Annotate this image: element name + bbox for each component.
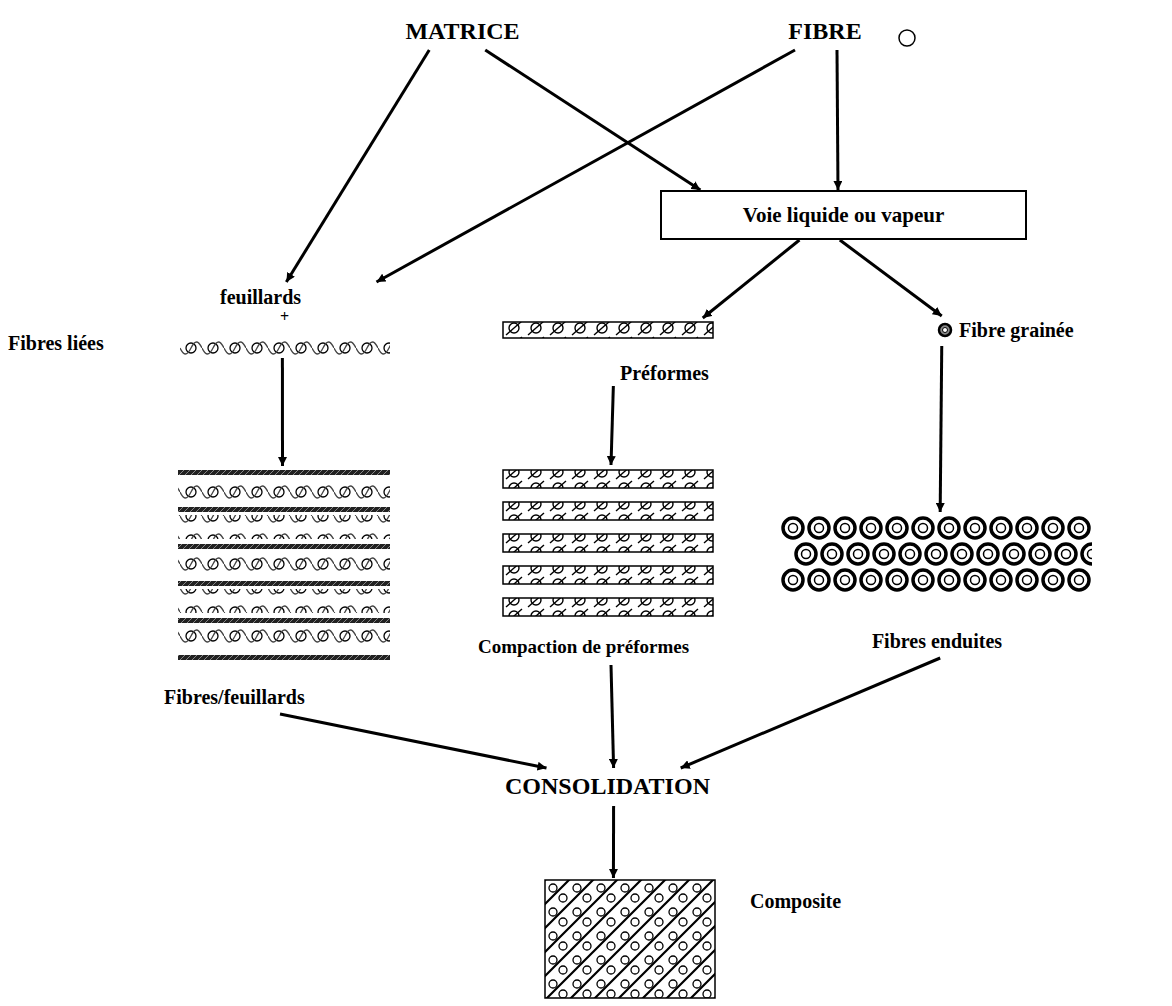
flow-arrow: [611, 665, 614, 768]
flow-arrow: [280, 714, 547, 768]
flow-arrow: [376, 50, 795, 282]
flow-arrow: [281, 358, 284, 466]
flow-arrow: [611, 386, 613, 465]
flow-arrow: [612, 806, 615, 878]
process-box: Voie liquide ou vapeur: [660, 190, 1027, 240]
material-label: Fibres enduites: [778, 512, 1096, 658]
flow-arrow: [940, 346, 942, 512]
material-label: Fibre grainée: [935, 316, 1160, 346]
node-text: Voie liquide ou vapeur: [743, 204, 945, 227]
material-label: Préformes: [500, 318, 718, 386]
node-text: MATRICE: [405, 18, 519, 44]
node-text: Compaction de préformes: [478, 637, 689, 658]
flow-arrow: [286, 50, 429, 282]
node-text: FIBRE: [788, 18, 861, 44]
node-text: Fibres/feuillards: [164, 686, 305, 708]
node-text: +: [280, 308, 289, 326]
flow-arrow: [703, 240, 800, 318]
material-label: feuillards+ Fibres liées: [8, 282, 400, 358]
node-text: Fibre grainée: [959, 319, 1074, 341]
material-label: Compaction de préformes: [476, 465, 726, 665]
node-text: Fibres liées: [8, 332, 104, 354]
node-text: Fibres enduites: [872, 630, 1002, 652]
node-title: MATRICE: [375, 14, 550, 50]
material-label: Fibres/feuillards: [160, 466, 410, 714]
flow-arrow: [681, 658, 940, 768]
node-text: CONSOLIDATION: [505, 773, 710, 799]
material-label: Composite: [540, 878, 846, 1000]
node-text: feuillards: [220, 286, 301, 308]
node-text: Préformes: [620, 362, 709, 384]
node-text: Composite: [750, 890, 841, 912]
flow-arrow: [836, 50, 840, 190]
node-title: CONSOLIDATION: [455, 768, 760, 806]
node-title: FIBRE: [765, 14, 885, 50]
flow-arrow: [840, 240, 942, 316]
